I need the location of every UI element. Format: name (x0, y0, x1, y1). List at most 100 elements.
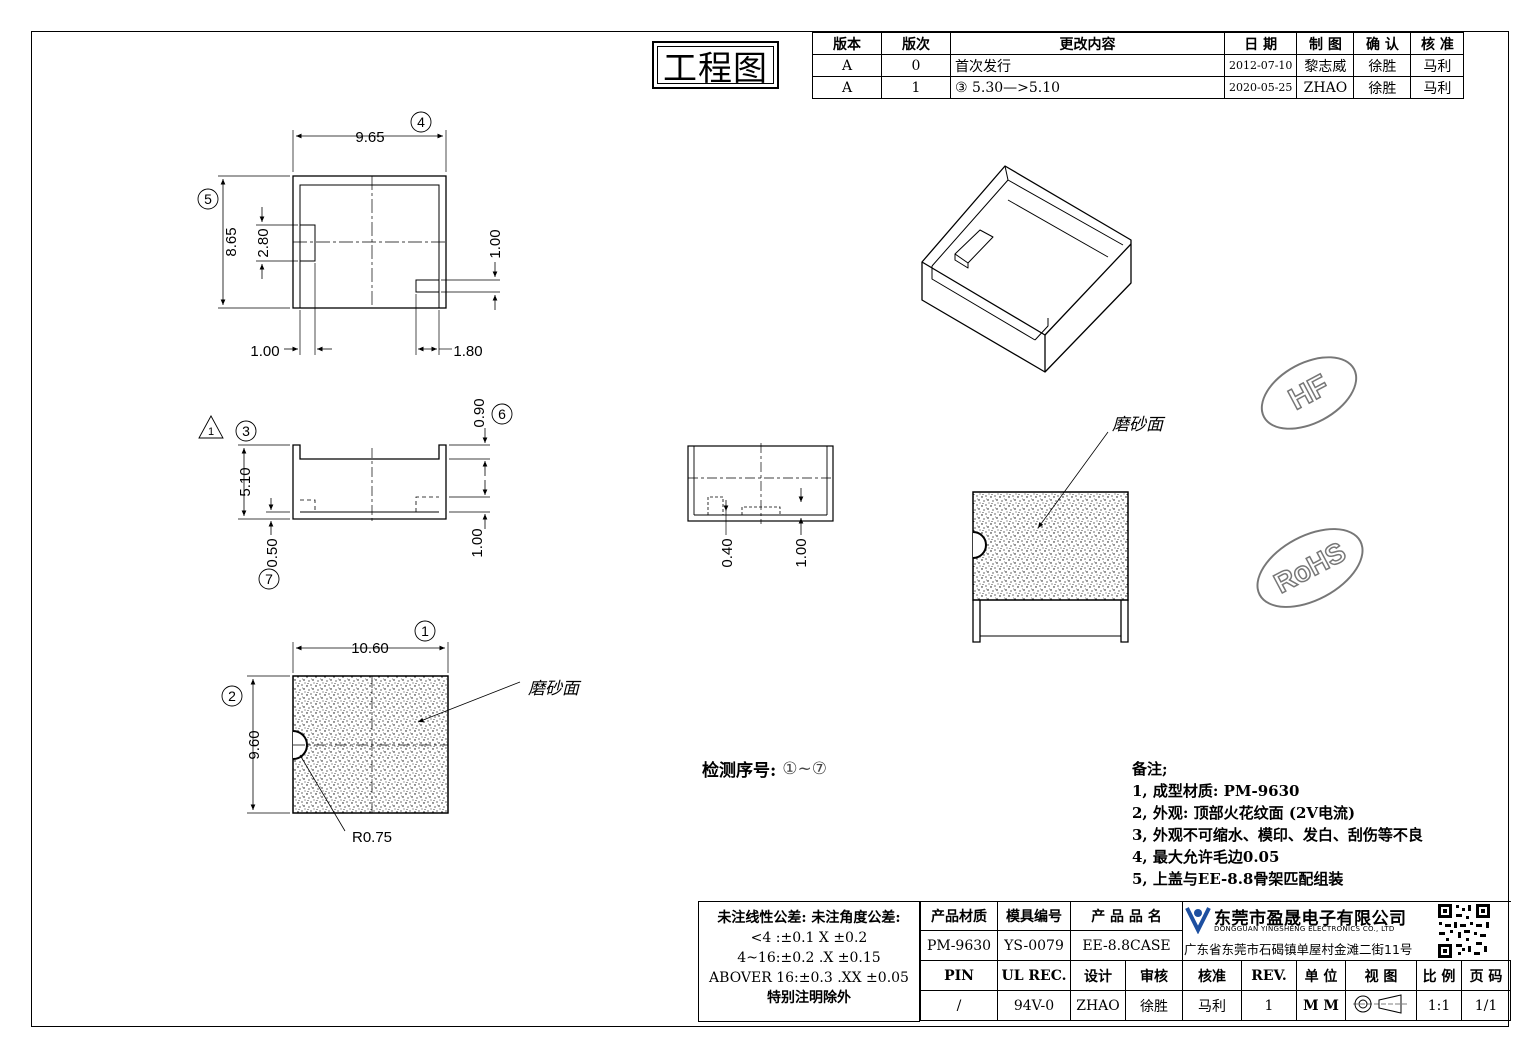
rev-value: 1 (1241, 990, 1297, 1021)
dim-bottom-width: 10.60 (351, 640, 389, 657)
dim-top-width: 9.65 (355, 129, 384, 146)
drawing-title: 工程图 (657, 46, 774, 89)
balloon-circle (410, 111, 432, 133)
company-address: 广东省东莞市石碣镇单屋村金滩二街11号 (1184, 942, 1413, 957)
company-name: 东莞市盈晟电子有限公司 (1214, 909, 1407, 929)
note-item: 4, 最大允许毛边0.05 (1132, 848, 1280, 866)
dim-bottom-height: 9.60 (246, 730, 263, 759)
balloon-circle (235, 420, 257, 442)
top-view (218, 130, 500, 355)
balloon-circle (221, 685, 243, 707)
note-item: 3, 外观不可缩水、模印、发白、刮伤等不良 (1132, 826, 1423, 844)
revision-flag-number: 1 (208, 426, 214, 438)
balloon-circle (491, 403, 513, 425)
rev-cell: 马利 (1410, 54, 1465, 77)
surface-label-bottom: 磨砂面 (528, 679, 582, 699)
rev-header-approve: 核 准 (1410, 32, 1465, 55)
section-view (972, 431, 1129, 643)
rev-cell: ZHAO (1296, 76, 1355, 99)
inspection-range: ①~⑦ (782, 758, 828, 779)
design-label: 设计 (1070, 960, 1126, 991)
mold-value: YS-0079 (997, 930, 1071, 961)
view-label: 视 图 (1345, 960, 1417, 991)
dim-radius: R0.75 (352, 829, 392, 846)
bottom-view (247, 642, 521, 832)
dim-front-bottom: 0.50 (264, 538, 281, 567)
inspection-sequence: 检测序号: ①~⑦ (702, 756, 828, 782)
isometric-view (921, 165, 1132, 373)
tolerance-heading: 未注线性公差: 未注角度公差: (717, 910, 901, 926)
rev-cell: 黎志威 (1296, 54, 1355, 77)
unit-value: M M (1296, 990, 1346, 1021)
dim-front-slot: 1.00 (469, 528, 486, 557)
review-label: 审核 (1125, 960, 1183, 991)
balloon-circle (197, 188, 219, 210)
surface-label-section: 磨砂面 (1112, 415, 1166, 435)
rev-header-version: 版本 (812, 32, 882, 55)
third-angle-projection-icon (1353, 993, 1409, 1014)
notes: 备注; 1, 成型材质: PM-9630 2, 外观: 顶部火花纹面 (2V电流… (1132, 758, 1423, 890)
balloon-1: 1 (421, 623, 429, 639)
revision-flag-icon (198, 415, 224, 439)
approve-label: 核准 (1182, 960, 1242, 991)
tolerance-line: 4~16:±0.2 .X ±0.15 (737, 950, 881, 966)
dim-top-height: 8.65 (223, 227, 240, 256)
balloon-circle (258, 568, 280, 590)
balloon-7: 7 (265, 571, 273, 587)
mold-label: 模具编号 (997, 901, 1071, 931)
balloon-3: 3 (242, 423, 250, 439)
material-value: PM-9630 (920, 930, 998, 961)
tolerance-block: 未注线性公差: 未注角度公差: <4 :±0.1 X ±0.2 4~16:±0.… (698, 901, 920, 1022)
unit-label: 单 位 (1296, 960, 1346, 991)
pin-label: PIN (920, 960, 998, 991)
rev-header-confirm: 确 认 (1353, 32, 1412, 55)
design-value: ZHAO (1070, 990, 1126, 1021)
rev-header-change: 更改内容 (950, 32, 1225, 55)
pin-value: / (920, 990, 998, 1021)
company-block: 东莞市盈晟电子有限公司 DONGGUAN YINGSHENG ELECTRONI… (1180, 902, 1436, 960)
company-logo-icon (1185, 907, 1211, 934)
balloon-2: 2 (228, 688, 236, 704)
dim-front-height: 5.10 (237, 467, 254, 496)
front-view (238, 428, 490, 535)
revision-row: A 0 首次发行 2012-07-10 黎志威 徐胜 马利 (812, 54, 1465, 77)
balloon-6: 6 (498, 406, 506, 422)
product-label: 产 品 品 名 (1070, 901, 1183, 931)
dim-side-b: 1.00 (793, 538, 810, 567)
notes-title: 备注; (1132, 760, 1168, 778)
review-value: 徐胜 (1125, 990, 1183, 1021)
scale-label: 比 例 (1416, 960, 1462, 991)
rev-cell: 徐胜 (1353, 76, 1412, 99)
page-value: 1/1 (1461, 990, 1511, 1021)
rev-cell: ③ 5.30—>5.10 (950, 76, 1225, 99)
dim-slot-left-offset: 1.00 (250, 343, 279, 360)
drawing-frame (31, 31, 1509, 1027)
hf-stamp-text: HF (1283, 368, 1335, 417)
dim-slot-left-height: 2.80 (255, 228, 272, 257)
revision-row: A 1 ③ 5.30—>5.10 2020-05-25 ZHAO 徐胜 马利 (812, 76, 1465, 99)
rev-label: REV. (1241, 960, 1297, 991)
projection-icon (1345, 990, 1417, 1021)
rev-cell: 2020-05-25 (1223, 76, 1298, 99)
note-item: 2, 外观: 顶部火花纹面 (2V电流) (1132, 804, 1356, 822)
side-view (687, 443, 834, 535)
title-block: 产品材质 模具编号 产 品 品 名 PM-9630 YS-0079 EE-8.8… (920, 901, 1511, 1021)
company-name-en: DONGGUAN YINGSHENG ELECTRONICS CO., LTD (1214, 925, 1395, 933)
balloon-circle (414, 620, 436, 642)
approve-value: 马利 (1182, 990, 1242, 1021)
note-item: 5, 上盖与EE-8.8骨架匹配组装 (1132, 870, 1344, 888)
qr-code-icon (1436, 902, 1492, 960)
dim-side-a: 0.40 (719, 538, 736, 567)
ul-label: UL REC. (997, 960, 1071, 991)
note-item: 1, 成型材质: PM-9630 (1132, 782, 1300, 800)
product-value: EE-8.8CASE (1070, 930, 1183, 961)
inspection-label: 检测序号: (702, 761, 777, 781)
drawing-title-box: 工程图 (652, 41, 779, 89)
page-label: 页 码 (1461, 960, 1511, 991)
dim-front-lip: 0.90 (471, 398, 488, 427)
balloon-5: 5 (204, 191, 212, 207)
revision-table: 版本 版次 更改内容 日 期 制 图 确 认 核 准 A 0 首次发行 2012… (812, 32, 1465, 99)
rev-cell: 2012-07-10 (1223, 54, 1298, 77)
tolerance-footer: 特别注明除外 (767, 990, 851, 1006)
